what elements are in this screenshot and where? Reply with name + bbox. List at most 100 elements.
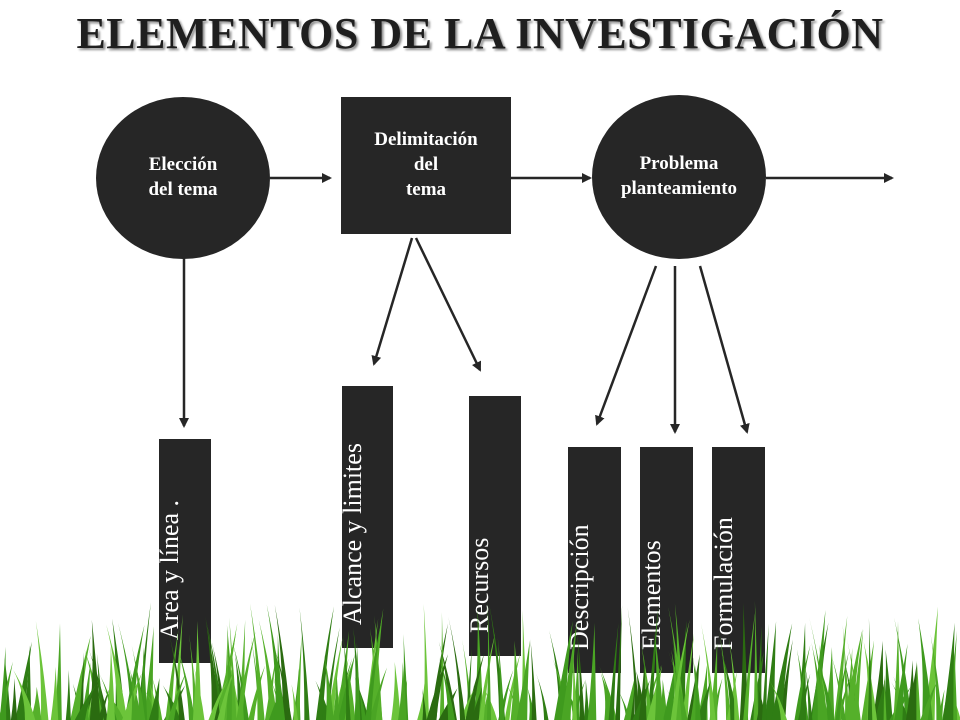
grass-blade xyxy=(608,623,619,720)
grass-blade xyxy=(478,633,496,720)
grass-blade xyxy=(696,680,711,720)
grass-blade xyxy=(205,619,221,720)
grass-blade xyxy=(295,634,302,720)
grass-blade xyxy=(471,687,482,720)
grass-blade xyxy=(743,607,756,720)
node-eleccion-del-tema: Elección del tema xyxy=(96,97,270,259)
page-title: ELEMENTOS DE LA INVESTIGACIÓN xyxy=(76,9,884,58)
grass-blade xyxy=(675,620,687,720)
grass-blade xyxy=(615,605,623,720)
grass-blade xyxy=(719,631,731,720)
grass-blade xyxy=(465,653,485,720)
grass-blade xyxy=(122,673,142,720)
grass-blade xyxy=(106,624,128,720)
grass-blade xyxy=(834,615,848,720)
grass-blade xyxy=(638,658,647,720)
grass-blade xyxy=(439,612,445,720)
grass-blade xyxy=(719,647,738,720)
leaf-alcance-label: Alcance y limites xyxy=(337,443,367,625)
grass-blade xyxy=(124,624,145,720)
grass-blade xyxy=(576,630,585,720)
grass-blade xyxy=(670,619,690,720)
grass-blade xyxy=(0,646,7,720)
grass-blade xyxy=(172,614,183,720)
grass-blade xyxy=(217,669,234,720)
grass-blade xyxy=(843,628,863,720)
grass-blade xyxy=(299,607,310,720)
grass-blade xyxy=(265,658,276,720)
grass-blade xyxy=(681,633,695,720)
arrow-delimitacion-to-recursos xyxy=(414,237,482,372)
grass-blade xyxy=(422,688,427,720)
grass-blade xyxy=(391,661,401,720)
grass-blade xyxy=(143,626,154,720)
grass-blade xyxy=(230,634,249,720)
grass-blade xyxy=(920,680,938,720)
grass-blade xyxy=(497,637,505,720)
grass-blade xyxy=(106,645,115,720)
grass-blade xyxy=(343,634,351,720)
grass-blade xyxy=(291,684,298,720)
grass-blade xyxy=(814,651,835,720)
grass-blade xyxy=(88,647,109,720)
grass-blade xyxy=(236,631,256,720)
grass-blade xyxy=(536,673,549,720)
grass-blade xyxy=(97,688,110,720)
grass-blade xyxy=(918,618,933,720)
grass-blade xyxy=(753,600,759,720)
leaf-area-y-linea: Area y línea . xyxy=(155,439,211,663)
grass-blade xyxy=(369,667,387,720)
grass-blade xyxy=(647,606,659,720)
grass-blade xyxy=(804,664,813,720)
grass-blade xyxy=(627,607,640,720)
grass-blade xyxy=(769,680,787,720)
grass-blade xyxy=(487,601,492,720)
grass-blade xyxy=(640,641,653,720)
grass-blade xyxy=(942,622,955,720)
grass-blade xyxy=(811,642,826,720)
grass-blade xyxy=(587,622,597,720)
grass-blade xyxy=(894,643,908,720)
grass-blade xyxy=(835,651,849,720)
leaf-elementos: Elementos xyxy=(637,447,693,673)
grass-blade xyxy=(324,654,334,720)
grass-blade xyxy=(894,617,912,720)
node-problema-planteamiento: Problema planteamiento xyxy=(592,95,766,259)
grass-blade xyxy=(229,617,237,720)
grass-blade xyxy=(15,641,32,720)
grass-blade xyxy=(654,633,664,720)
node-problema-label: Problema planteamiento xyxy=(620,153,738,199)
grass-blade xyxy=(131,675,137,720)
arrow-problema-to-descripcion xyxy=(595,265,658,426)
grass-blade xyxy=(709,642,718,720)
grass-blade xyxy=(131,645,146,720)
leaf-alcance-y-limites: Alcance y limites xyxy=(338,386,393,648)
grass-blade xyxy=(851,629,864,720)
node-delimitacion-label: Delimitación del tema xyxy=(374,129,478,200)
grass-blade xyxy=(554,620,573,720)
grass-blade xyxy=(794,644,811,720)
grass-blade xyxy=(374,615,383,720)
grass-blade xyxy=(867,617,873,720)
grass-blade xyxy=(692,653,701,720)
grass-blade xyxy=(89,619,101,720)
grass-blade xyxy=(365,618,382,720)
grass-blade xyxy=(168,631,185,720)
grass-blade xyxy=(516,640,530,720)
grass-blade xyxy=(510,640,521,720)
grass-blade xyxy=(937,689,945,720)
grass-blade xyxy=(274,604,291,720)
grass-blade xyxy=(162,685,181,720)
grass-blade xyxy=(761,623,769,720)
grass-blade xyxy=(148,678,160,720)
grass-blade xyxy=(168,672,186,720)
grass-blade xyxy=(315,606,334,720)
grass-blade xyxy=(561,621,578,720)
grass-decoration xyxy=(0,600,960,720)
grass-blade xyxy=(79,652,84,720)
leaf-formulacion: Formulación xyxy=(709,447,765,673)
grass-blade xyxy=(81,662,91,720)
grass-blade xyxy=(924,606,938,720)
grass-blade xyxy=(250,603,265,720)
grass-blade xyxy=(530,639,537,720)
